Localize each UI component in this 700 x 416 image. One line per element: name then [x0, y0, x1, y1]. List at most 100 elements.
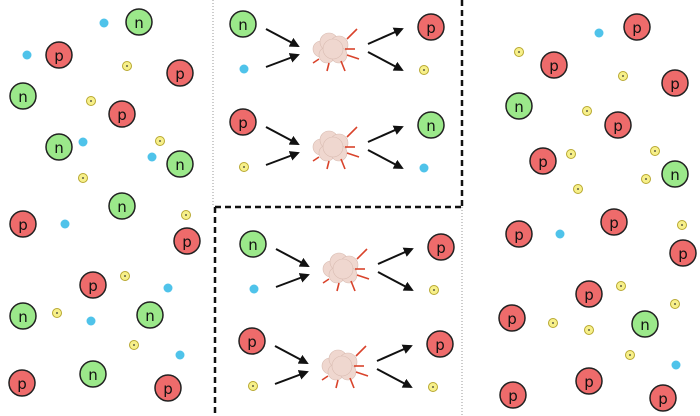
proton-circle	[604, 111, 632, 139]
electron-particle	[573, 184, 583, 194]
neutron-label: n	[238, 16, 248, 34]
neutrino-particle	[419, 163, 429, 173]
electron-particle	[548, 318, 558, 328]
neutron-circle	[166, 150, 194, 178]
proton-label: p	[584, 373, 594, 391]
arrow-icon	[376, 368, 413, 388]
electron-particle	[239, 162, 249, 172]
arrow-icon	[265, 53, 300, 68]
proton-particle: p	[498, 304, 526, 332]
neutron-circle	[136, 301, 164, 329]
neutron-particle: n	[136, 301, 164, 329]
neutron-circle	[9, 302, 37, 330]
proton-label: p	[18, 216, 28, 234]
neutrino-particle	[175, 350, 185, 360]
proton-label: p	[54, 47, 64, 65]
neutron-particle: n	[661, 160, 689, 188]
proton-label: p	[508, 387, 518, 405]
neutrino-dot	[86, 316, 96, 326]
electron-particle	[670, 299, 680, 309]
neutron-label: n	[54, 139, 64, 157]
neutron-circle	[505, 92, 533, 120]
neutron-label: n	[145, 307, 155, 325]
proton-particle: p	[661, 69, 689, 97]
neutron-circle	[9, 82, 37, 110]
proton-circle	[661, 69, 689, 97]
proton-label: p	[507, 310, 517, 328]
electron-particle	[641, 174, 651, 184]
collision-explosion-icon	[312, 126, 360, 170]
proton-particle: p	[623, 13, 651, 41]
proton-particle: p	[108, 100, 136, 128]
electron-particle	[566, 149, 576, 159]
neutrino-dot	[594, 28, 604, 38]
neutron-particle: n	[229, 10, 257, 38]
proton-particle: p	[575, 367, 603, 395]
proton-particle: p	[529, 147, 557, 175]
proton-circle	[505, 220, 533, 248]
electron-particle	[514, 47, 524, 57]
electron-center	[645, 178, 647, 180]
proton-circle	[427, 233, 455, 261]
proton-particle: p	[238, 327, 266, 355]
collision-explosion-icon	[322, 248, 370, 292]
proton-label: p	[175, 65, 185, 83]
neutrino-dot	[78, 137, 88, 147]
proton-circle	[238, 327, 266, 355]
electron-particle	[181, 210, 191, 220]
electron-particle	[429, 285, 439, 295]
electron-particle	[122, 61, 132, 71]
proton-circle	[540, 51, 568, 79]
proton-label: p	[163, 380, 173, 398]
neutron-particle: n	[631, 310, 659, 338]
neutrino-dot	[671, 360, 681, 370]
proton-particle: p	[669, 239, 697, 267]
arrow-icon	[275, 248, 310, 267]
proton-label: p	[584, 286, 594, 304]
neutron-label: n	[117, 198, 127, 216]
proton-label: p	[670, 75, 680, 93]
neutrino-dot	[239, 64, 249, 74]
neutron-particle: n	[125, 8, 153, 36]
arrow-icon	[376, 344, 413, 362]
electron-center	[252, 385, 254, 387]
electron-center	[622, 75, 624, 77]
electron-center	[570, 153, 572, 155]
electron-particle	[677, 220, 687, 230]
proton-circle	[498, 304, 526, 332]
panel-dividers	[212, 0, 464, 416]
proton-label: p	[632, 19, 642, 37]
neutron-particle: n	[239, 230, 267, 258]
proton-label: p	[549, 57, 559, 75]
neutron-circle	[239, 230, 267, 258]
neutron-label: n	[134, 14, 144, 32]
neutrino-dot	[60, 219, 70, 229]
proton-particle: p	[79, 271, 107, 299]
neutrino-dot	[555, 229, 565, 239]
proton-circle	[669, 239, 697, 267]
proton-circle	[575, 367, 603, 395]
proton-particle: p	[173, 227, 201, 255]
electron-center	[586, 110, 588, 112]
electron-center	[518, 51, 520, 53]
proton-particle: p	[499, 381, 527, 409]
neutrino-particle	[671, 360, 681, 370]
electron-center	[433, 289, 435, 291]
neutrino-particle	[86, 316, 96, 326]
proton-particle: p	[649, 384, 677, 412]
proton-circle	[426, 330, 454, 358]
arrow-icon	[275, 273, 310, 288]
proton-particle: p	[604, 111, 632, 139]
arrow-icon	[367, 51, 404, 71]
neutrino-dot	[419, 163, 429, 173]
proton-particle: p	[9, 210, 37, 238]
electron-center	[124, 275, 126, 277]
electron-particle	[584, 325, 594, 335]
proton-circle	[79, 271, 107, 299]
